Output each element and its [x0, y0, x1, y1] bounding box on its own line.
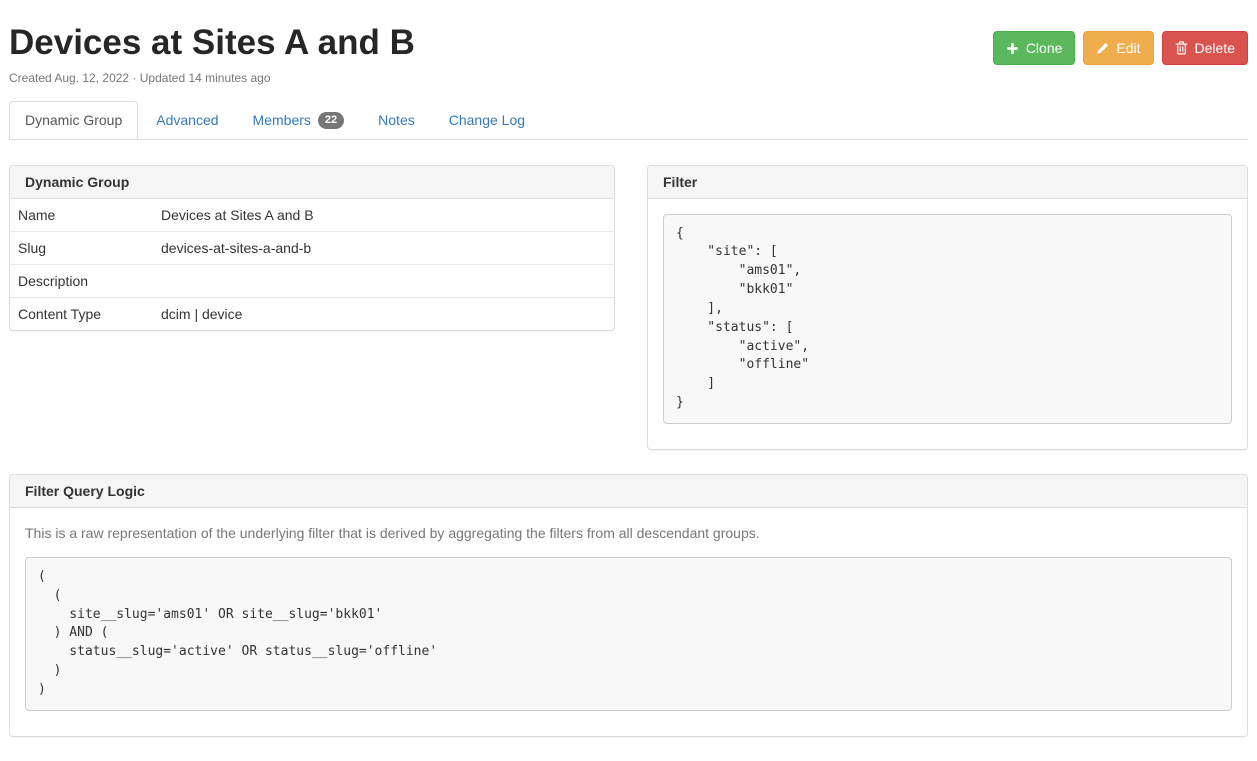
filter-panel-title: Filter — [648, 165, 1247, 199]
edit-button[interactable]: Edit — [1083, 31, 1154, 65]
edit-button-label: Edit — [1116, 40, 1141, 56]
tab-dynamic-group: Dynamic Group — [9, 100, 139, 140]
dynamic-group-panel: Dynamic Group Name Devices at Sites A an… — [9, 164, 615, 331]
filter-json-code: { "site": [ "ams01", "bkk01" ], "status"… — [663, 213, 1232, 424]
page-title: Devices at Sites A and B — [9, 23, 415, 62]
attr-value — [153, 264, 614, 298]
clone-button-label: Clone — [1025, 40, 1063, 56]
plus-icon — [1006, 42, 1019, 55]
table-row-slug: Slug devices-at-sites-a-and-b — [10, 231, 614, 265]
filter-query-logic-description: This is a raw representation of the unde… — [25, 524, 760, 541]
right-column: Filter { "site": [ "ams01", "bkk01" ], "… — [647, 164, 1248, 474]
panels-row: Dynamic Group Name Devices at Sites A an… — [9, 164, 1248, 474]
tab-advanced-link[interactable]: Advanced — [140, 101, 234, 139]
page-header: Clone Edit Delete D — [9, 23, 1248, 85]
table-row-description: Description — [10, 264, 614, 298]
tab-members-link[interactable]: Members 22 — [237, 101, 361, 140]
tab-label: Notes — [378, 111, 415, 128]
page-meta: Created Aug. 12, 2022 · Updated 14 minut… — [9, 70, 271, 85]
attr-label: Name — [10, 198, 153, 232]
left-column: Dynamic Group Name Devices at Sites A an… — [9, 164, 615, 355]
tab-change-log-link[interactable]: Change Log — [433, 101, 541, 139]
filter-panel-body: { "site": [ "ams01", "bkk01" ], "status"… — [648, 199, 1247, 449]
attr-value: Devices at Sites A and B — [153, 198, 614, 232]
tab-advanced: Advanced — [140, 101, 234, 140]
members-count-badge: 22 — [317, 111, 345, 129]
tab-label: Change Log — [448, 111, 526, 128]
tab-notes-link[interactable]: Notes — [362, 101, 431, 139]
dynamic-group-attributes-table: Name Devices at Sites A and B Slug devic… — [10, 198, 614, 330]
pencil-icon — [1096, 42, 1109, 55]
page-container: Clone Edit Delete D — [0, 23, 1257, 737]
filter-query-logic-panel-body: This is a raw representation of the unde… — [10, 508, 1247, 736]
table-row-content-type: Content Type dcim | device — [10, 297, 614, 330]
tab-members: Members 22 — [237, 101, 361, 140]
attr-value: dcim | device — [161, 305, 243, 322]
delete-button-label: Delete — [1194, 40, 1235, 56]
tab-label: Members — [252, 112, 311, 128]
action-buttons: Clone Edit Delete — [992, 31, 1248, 65]
clone-button[interactable]: Clone — [992, 31, 1076, 65]
tab-dynamic-group-link[interactable]: Dynamic Group — [9, 100, 139, 139]
tab-label: Dynamic Group — [25, 111, 123, 128]
attr-value: devices-at-sites-a-and-b — [153, 231, 614, 265]
attr-label: Description — [10, 264, 153, 298]
dynamic-group-panel-title: Dynamic Group — [10, 165, 614, 199]
tab-notes: Notes — [362, 101, 431, 140]
tab-label: Advanced — [156, 111, 219, 128]
filter-query-logic-panel-title: Filter Query Logic — [10, 474, 1247, 508]
attr-label: Content Type — [18, 305, 102, 322]
trash-icon — [1175, 41, 1188, 55]
delete-button[interactable]: Delete — [1161, 31, 1248, 65]
filter-panel: Filter { "site": [ "ams01", "bkk01" ], "… — [647, 164, 1248, 450]
tab-bar: Dynamic Group Advanced Members 22 Notes … — [9, 100, 1248, 140]
table-row-name: Name Devices at Sites A and B — [10, 198, 614, 232]
tab-change-log: Change Log — [433, 101, 541, 140]
attr-label: Slug — [10, 231, 153, 265]
filter-query-logic-panel: Filter Query Logic This is a raw represe… — [9, 473, 1248, 737]
filter-query-logic-code: ( ( site__slug='ams01' OR site__slug='bk… — [25, 556, 1232, 711]
